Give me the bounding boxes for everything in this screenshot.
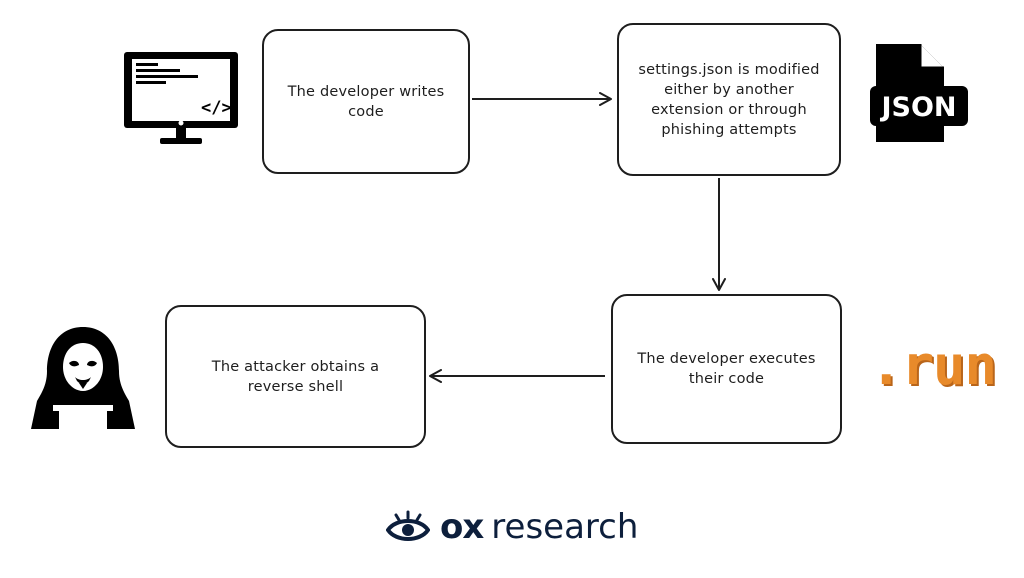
box-attacker-reverse-shell: The attacker obtains a reverse shell [165, 305, 426, 448]
logo-research-text: research [491, 507, 639, 547]
svg-text:JSON: JSON [879, 92, 956, 123]
box-settings-label: settings.json is modified either by anot… [638, 61, 820, 138]
run-label-icon: .run [870, 334, 997, 397]
box-developer-writes-code: The developer writes code [262, 29, 470, 174]
box-settings-modified: settings.json is modified either by anot… [617, 23, 841, 176]
box-attacker-label: The attacker obtains a reverse shell [211, 358, 380, 395]
eye-icon [386, 510, 430, 541]
box-writes-label: The developer writes code [287, 83, 445, 120]
svg-text:</>: </> [201, 98, 232, 118]
ox-research-logo: ox research [386, 507, 638, 547]
json-file-icon: JSON [870, 44, 968, 142]
computer-code-icon: </> [124, 52, 238, 144]
hooded-hacker-icon [31, 327, 135, 429]
box-developer-executes: The developer executes their code [611, 294, 842, 444]
box-executes-label: The developer executes their code [637, 351, 816, 387]
logo-ox-text: ox [440, 507, 484, 547]
